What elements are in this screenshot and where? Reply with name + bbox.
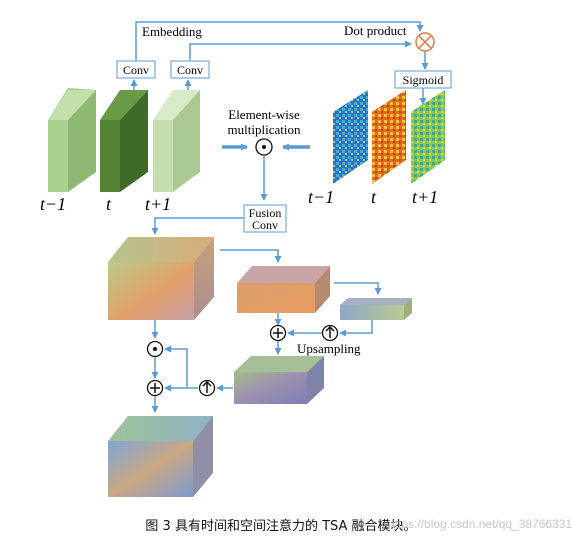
feature-cube-level2 (237, 266, 330, 313)
arrow-branch-to-dot (164, 345, 188, 388)
add-icon-level2 (269, 324, 287, 342)
upsample-icon-level3 (321, 324, 339, 342)
frame-label-right-t: t (371, 187, 377, 207)
output-feature-cube (108, 416, 213, 497)
watermark: https://blog.csdn.net/qq_38766331 (388, 517, 572, 531)
arrow-level2-to-level3 (334, 282, 382, 295)
sigmoid-label: Sigmoid (403, 73, 444, 87)
feature-cube-level2-fused (234, 356, 324, 404)
figure-caption: 图 3 具有时间和空间注意力的 TSA 融合模块。 (145, 519, 417, 534)
arrow-level1-to-level2 (220, 249, 282, 263)
upsampling-label: Upsampling (297, 341, 361, 356)
input-frame-t-plus-1 (153, 90, 200, 192)
frame-label-left-t-minus-1: t−1 (40, 194, 66, 214)
frame-label-left-t: t (106, 194, 112, 214)
arrow-fusion-to-feature (151, 217, 244, 235)
feature-cube-level3 (340, 298, 412, 320)
embedding-path-left (135, 21, 424, 61)
arrow-level3-to-upsample (339, 320, 373, 337)
attention-map-t-plus-1 (411, 90, 445, 184)
dot-product-label: Dot product (344, 23, 407, 38)
fusion-label-line2: Conv (252, 218, 278, 232)
frame-label-right-t-plus-1: t+1 (412, 187, 438, 207)
multiply-icon (415, 32, 435, 52)
attention-multiply-icon (146, 340, 164, 358)
attention-map-t (372, 90, 406, 184)
feature-cube-level1 (108, 237, 214, 320)
frame-label-left-t-plus-1: t+1 (145, 194, 171, 214)
embedding-label: Embedding (142, 24, 202, 39)
elementwise-label-line1: Element-wise (228, 107, 300, 122)
input-frame-t-minus-1 (48, 88, 96, 192)
elementwise-label-line2: multiplication (228, 122, 301, 137)
attention-map-t-minus-1 (333, 90, 368, 184)
conv-label-right: Conv (177, 63, 203, 77)
elementwise-multiply-icon (255, 138, 273, 156)
frame-label-right-t-minus-1: t−1 (308, 187, 334, 207)
fusion-label-line1: Fusion (249, 206, 282, 220)
upsample-icon-level2 (198, 379, 216, 397)
conv-label-left: Conv (123, 63, 149, 77)
input-frame-t (100, 90, 148, 192)
embedding-path-right (189, 40, 412, 61)
add-icon-level1 (146, 379, 164, 397)
